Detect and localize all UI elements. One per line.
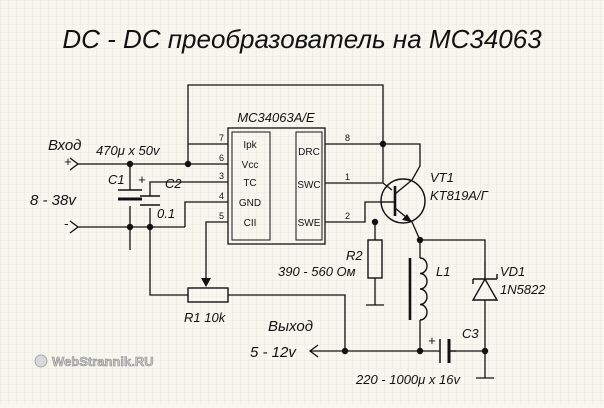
pin-number-3: 3	[219, 171, 224, 181]
wire-collector	[383, 143, 421, 181]
junction-dot	[481, 347, 489, 355]
junction-dot	[184, 160, 192, 168]
pin-number-1: 1	[345, 172, 350, 182]
c2-name: C2	[165, 176, 182, 191]
junction-dot	[416, 236, 424, 244]
pin-number-2: 2	[345, 211, 350, 221]
c3-name: C3	[462, 326, 479, 341]
vt1-emitter-arrow-icon	[402, 214, 412, 222]
r2-name: R2	[346, 248, 363, 263]
vd1-name: VD1	[500, 264, 525, 279]
r1-resistor-icon	[187, 287, 229, 303]
wire-emitter-node	[420, 239, 486, 262]
input-label: Вход	[48, 137, 81, 154]
c3-plus-sign: +	[428, 333, 436, 348]
c1-value: 470μ x 50v	[96, 143, 161, 158]
ic-name: MC34063A/E	[237, 110, 315, 125]
junction-dot	[371, 218, 379, 226]
c2-value: 0.1	[157, 206, 175, 221]
pin-number-8: 8	[345, 133, 350, 143]
l1-name: L1	[436, 264, 450, 279]
pin-label-ipk: Ipk	[243, 140, 257, 151]
input-minus-sign: -	[64, 216, 69, 231]
l1-inductor-icon	[408, 257, 428, 321]
junction-dot	[146, 223, 154, 231]
pin-label-swc: SWC	[297, 180, 320, 191]
c1-capacitor-icon	[118, 189, 142, 201]
output-label: Выход	[268, 318, 313, 335]
pin-number-4: 4	[219, 191, 224, 201]
c3-capacitor-icon	[439, 339, 456, 363]
output-voltage-range: 5 - 12v	[250, 344, 297, 361]
pin-label-vcc: Vcc	[242, 160, 259, 171]
junction-dot	[379, 140, 387, 148]
ic-chip: MC34063A/E Ipk Vcc TC GND CII 7 6 3 4 5 …	[219, 110, 350, 245]
pin-number-5: 5	[219, 211, 224, 221]
pin-label-drc: DRC	[298, 147, 320, 158]
vt1-part: KT819A/Г	[430, 188, 489, 203]
wires	[78, 84, 494, 379]
ic-left-block	[231, 131, 271, 241]
watermark: WebStrannik.RU	[34, 354, 154, 369]
wire-r1-left	[149, 227, 188, 296]
r1-label: R1 10k	[184, 310, 227, 325]
watermark-icon	[34, 354, 48, 368]
pin-label-gnd: GND	[239, 198, 261, 209]
input-minus-terminal-icon	[69, 220, 80, 234]
junction-dot	[126, 223, 134, 231]
wire-pin4	[184, 201, 228, 227]
wire-top-loop	[187, 84, 384, 183]
wire-pin1	[325, 182, 393, 191]
vd1-part: 1N5822	[500, 282, 546, 297]
junctions	[126, 140, 489, 355]
pin-label-swe: SWE	[298, 218, 321, 229]
junction-dot	[126, 160, 134, 168]
output-terminal-icon	[308, 344, 319, 358]
junction-dot	[341, 347, 349, 355]
junction-dot	[416, 347, 424, 355]
wire-pin3-c2	[149, 181, 228, 196]
ic-right-block	[295, 131, 323, 241]
r1-wiper-arrow-icon	[201, 278, 211, 287]
vd1-diode-icon	[471, 262, 499, 301]
watermark-text: WebStrannik.RU	[52, 354, 154, 369]
wire-pin2	[325, 201, 380, 223]
pin-number-6: 6	[219, 153, 224, 163]
c1-name: C1	[108, 172, 125, 187]
c3-value: 220 - 1000μ x 16v	[355, 372, 461, 387]
wire-emitter	[411, 221, 421, 241]
page-title: DC - DC преобразователь на MC34063	[62, 24, 542, 54]
r2-value: 390 - 560 Ом	[278, 264, 356, 279]
input-plus-terminal-icon	[69, 157, 80, 171]
pin-label-tc: TC	[243, 178, 256, 189]
wire-r1-right	[228, 294, 346, 351]
vt1-name: VT1	[430, 170, 454, 185]
r2-resistor-icon	[367, 239, 383, 279]
wire-pin5	[205, 221, 228, 280]
pin-number-7: 7	[219, 133, 224, 143]
ic-body	[227, 127, 326, 245]
input-plus-sign: +	[64, 154, 72, 169]
c1-plus-sign: +	[138, 172, 146, 187]
input-terminals	[69, 157, 80, 234]
pin-label-cii: CII	[244, 218, 257, 229]
c2-capacitor-icon	[140, 195, 160, 206]
input-voltage-range: 8 - 38v	[30, 192, 77, 209]
